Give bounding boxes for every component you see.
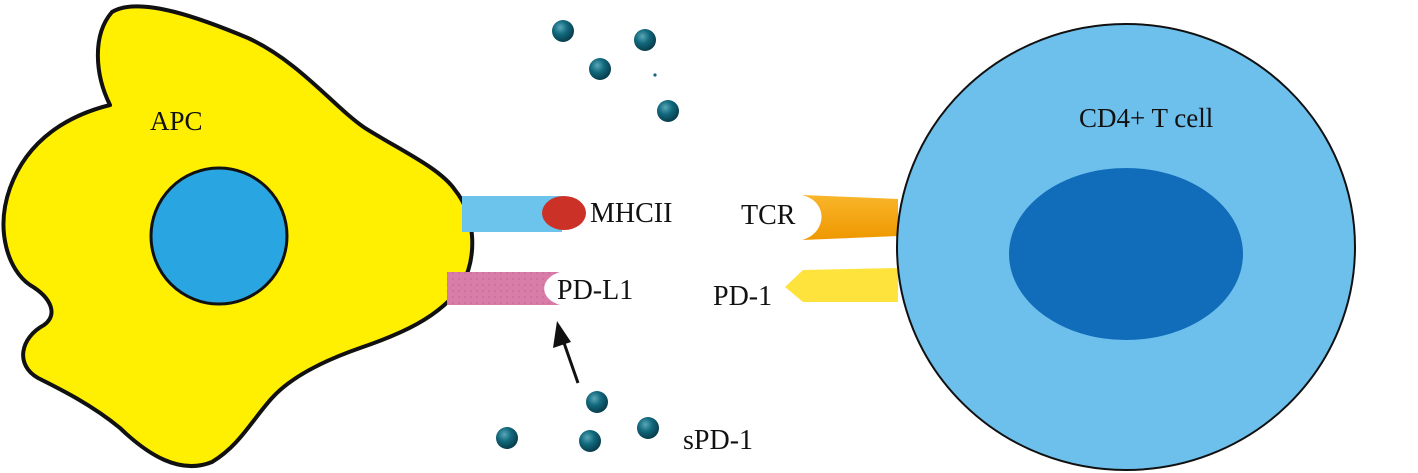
spd1-molecules: sPD-1 xyxy=(496,20,753,456)
apc-label: APC xyxy=(150,106,203,136)
pdl1-receptor: PD-L1 xyxy=(447,272,633,306)
spd1-molecule xyxy=(589,58,611,80)
spd1-molecule xyxy=(552,20,574,42)
mhcii-complex: MHCII xyxy=(462,196,672,232)
pdl1-stalk xyxy=(447,272,560,305)
spd1-molecule xyxy=(496,427,518,449)
mhcii-peptide-head xyxy=(542,196,586,230)
binding-arrow xyxy=(553,321,580,384)
pd1-receptor xyxy=(785,268,898,302)
spd1-molecule xyxy=(586,391,608,413)
spd1-label: sPD-1 xyxy=(683,425,753,456)
pd1-label: PD-1 xyxy=(713,281,772,312)
tcell-label: CD4+ T cell xyxy=(1079,103,1213,133)
tcr-receptor xyxy=(802,195,898,240)
spd1-molecule xyxy=(657,100,679,122)
spd1-speck xyxy=(653,73,657,77)
pdl1-label: PD-L1 xyxy=(557,275,633,306)
spd1-molecule xyxy=(579,430,601,452)
tcell-nucleus xyxy=(1009,168,1243,340)
apc-nucleus xyxy=(149,166,289,306)
spd1-molecule xyxy=(637,417,659,439)
spd1-molecule xyxy=(634,29,656,51)
tcell: TCR PD-1 CD4+ T cell xyxy=(713,23,1356,471)
tcr-label: TCR xyxy=(741,200,796,231)
apc-cell: APC xyxy=(1,4,475,468)
mhcii-label: MHCII xyxy=(590,198,672,229)
